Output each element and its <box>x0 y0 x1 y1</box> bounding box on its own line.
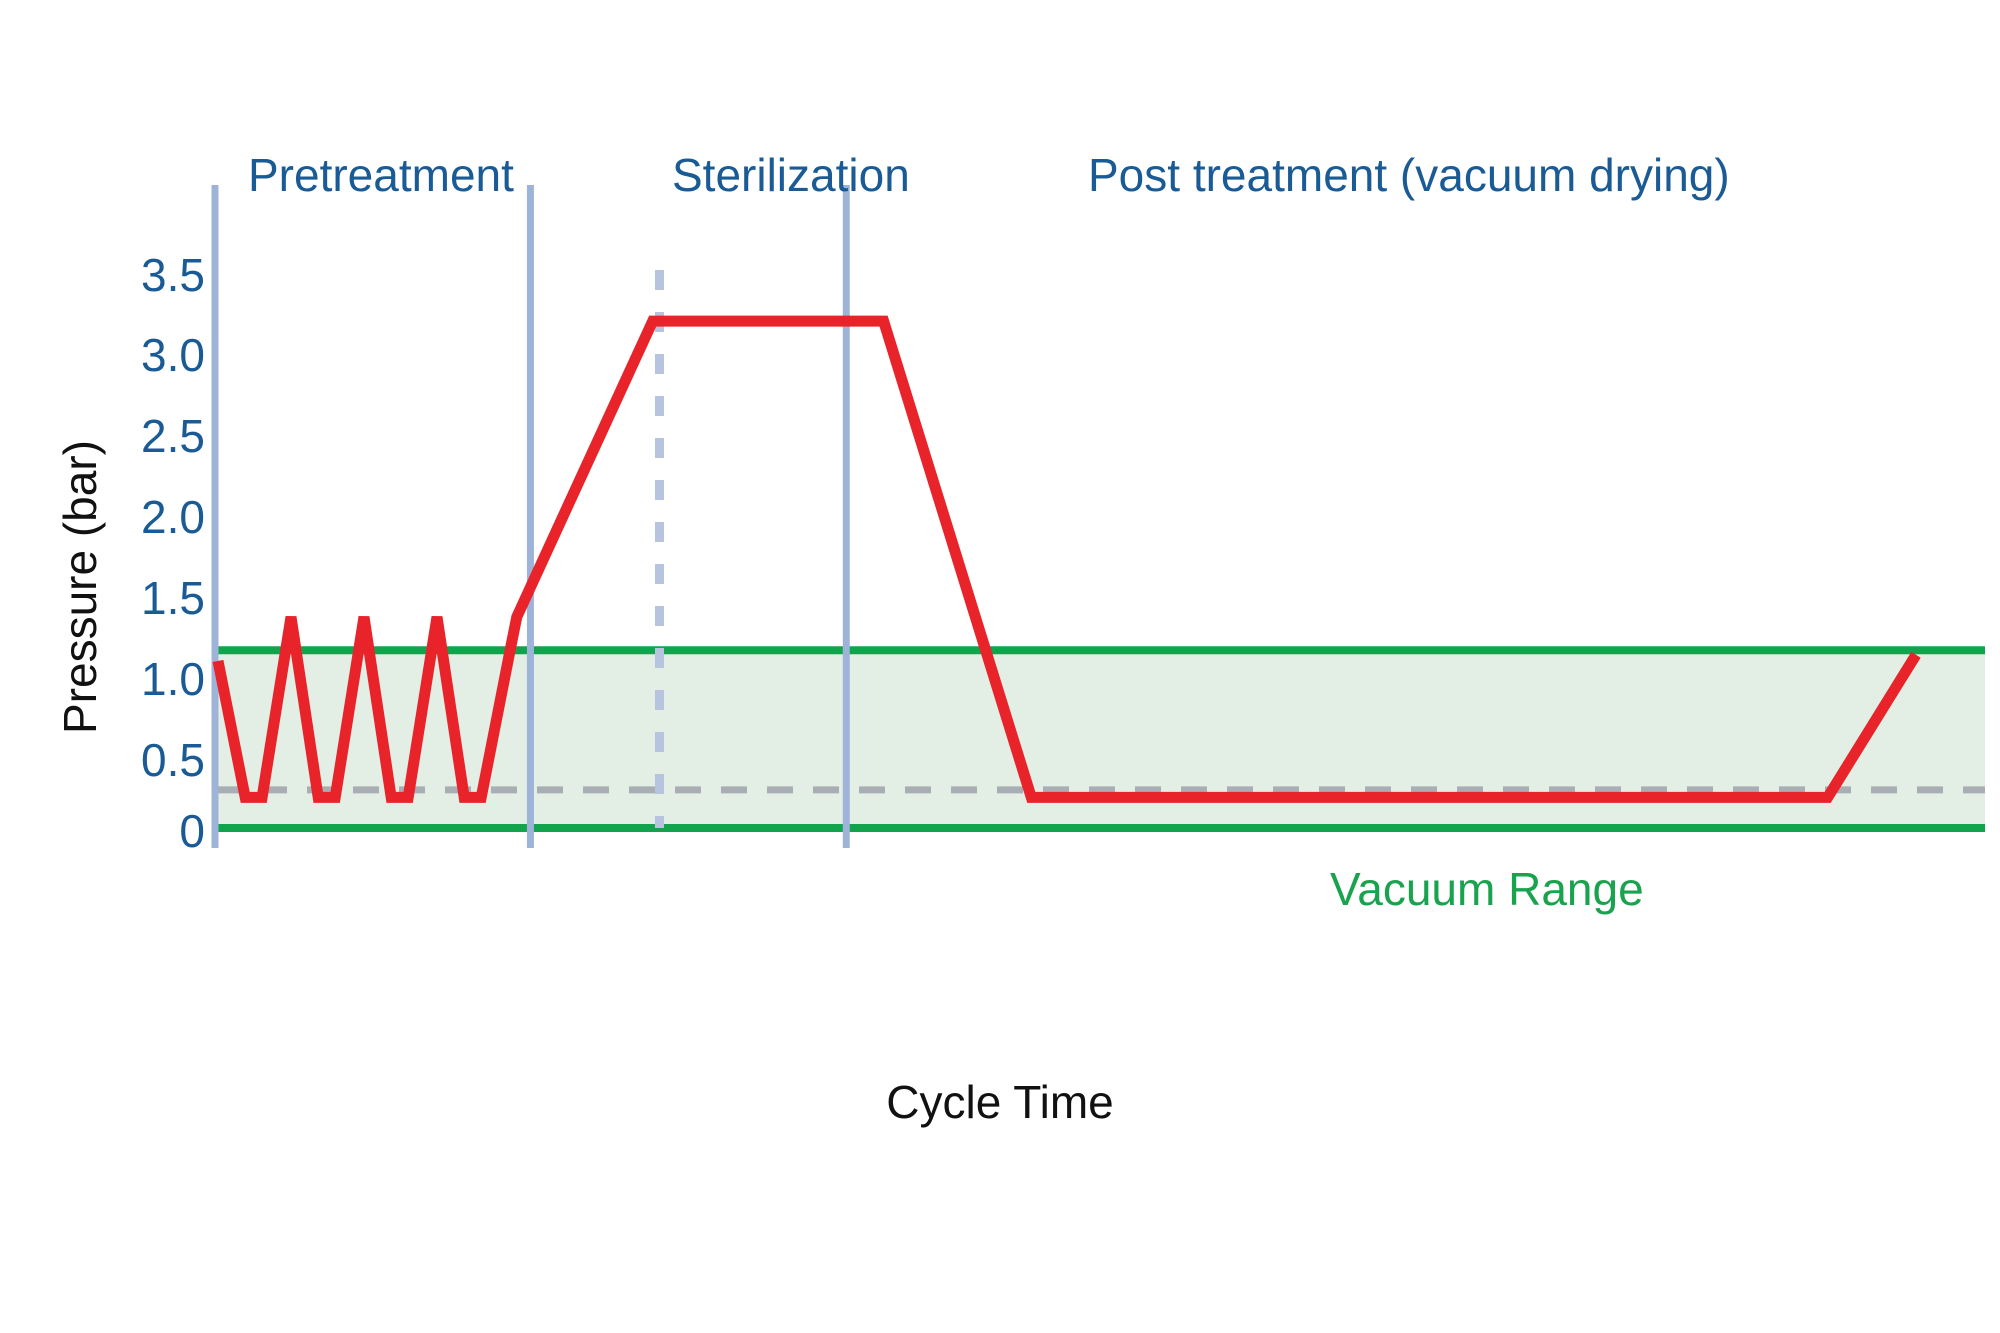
y-tick-0-5: 0.5 <box>141 734 205 786</box>
y-tick-2-5: 2.5 <box>141 410 205 462</box>
vacuum-range-label: Vacuum Range <box>1330 863 1644 915</box>
y-tick-1-0: 1.0 <box>141 653 205 705</box>
y-tick-3-0: 3.0 <box>141 329 205 381</box>
y-tick-2-0: 2.0 <box>141 491 205 543</box>
y-tick-0: 0 <box>179 805 205 857</box>
y-tick-3-5: 3.5 <box>141 249 205 301</box>
x-axis-title: Cycle Time <box>886 1076 1114 1128</box>
pressure-curve <box>212 315 1921 803</box>
section-label-post-treatment: Post treatment (vacuum drying) <box>1088 149 1730 201</box>
section-label-pretreatment: Pretreatment <box>248 149 514 201</box>
section-label-sterilization: Sterilization <box>672 149 910 201</box>
y-tick-1-5: 1.5 <box>141 572 205 624</box>
y-axis-title: Pressure (bar) <box>54 440 106 734</box>
